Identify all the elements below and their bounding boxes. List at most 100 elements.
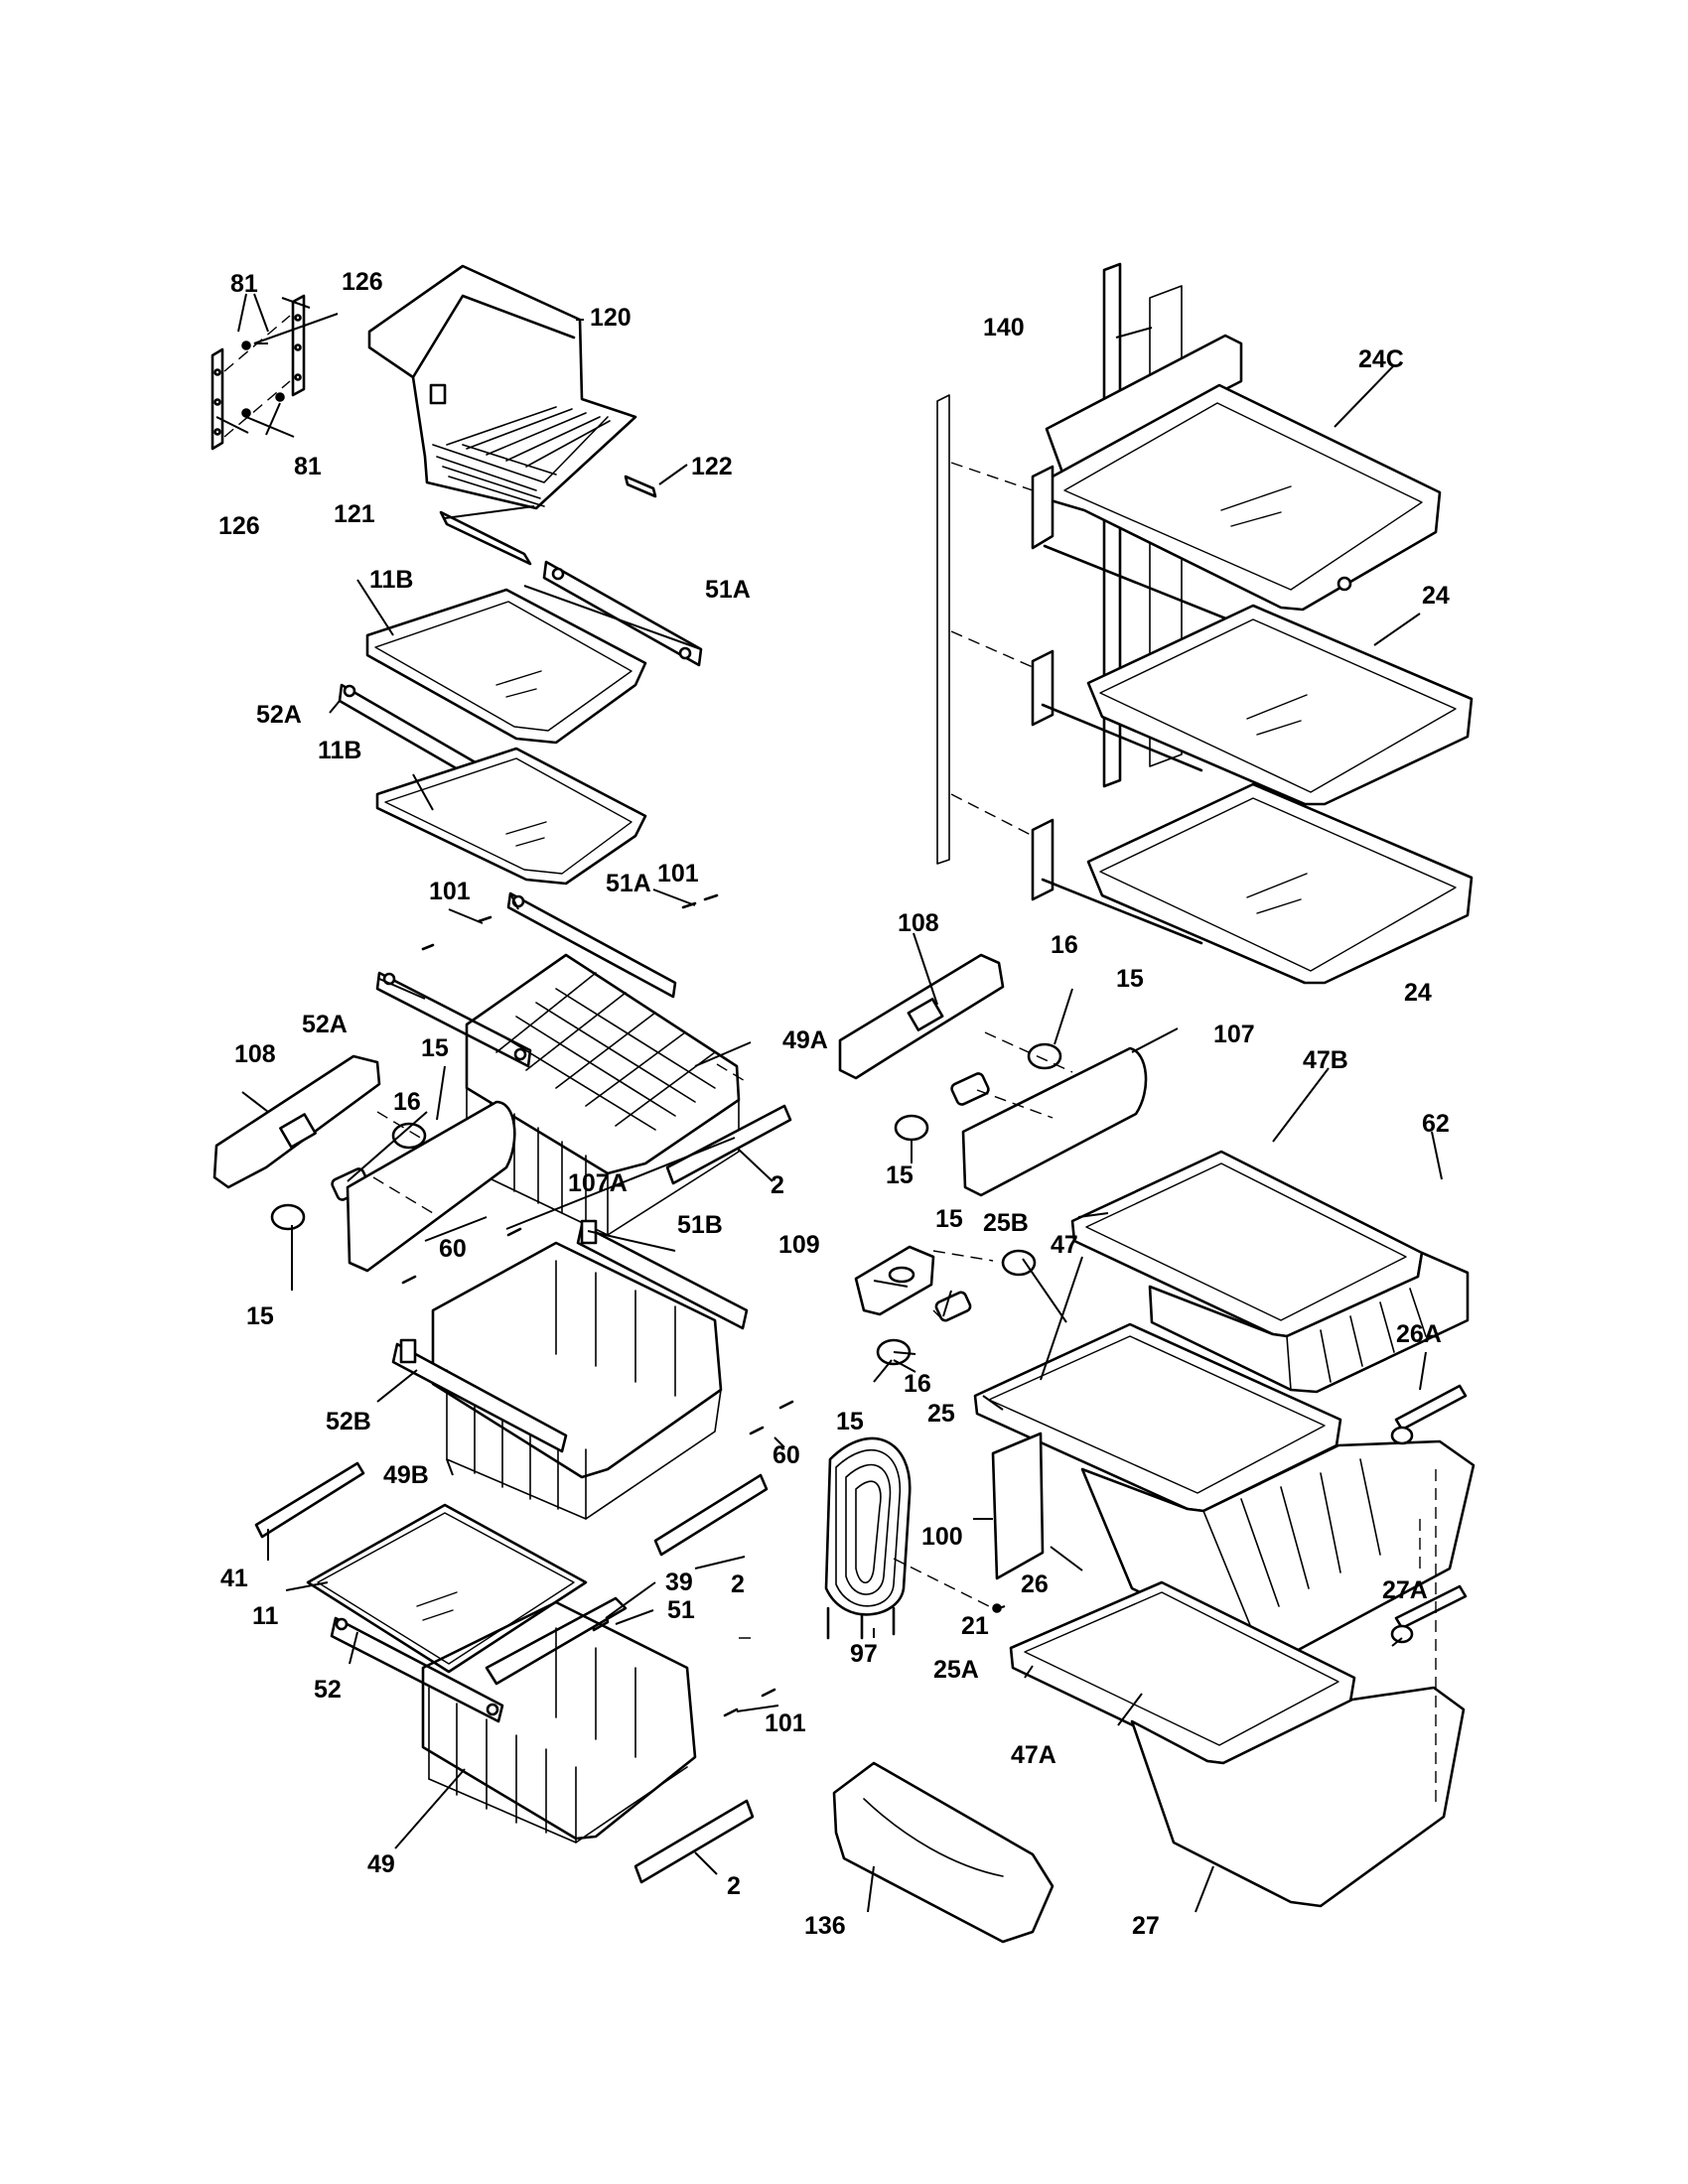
callout-51A-middle: 51A (606, 870, 651, 897)
callout-51B: 51B (677, 1211, 723, 1239)
part-15-bulb-left-a (391, 1122, 427, 1150)
callout-24-bottom: 24 (1404, 979, 1432, 1007)
callout-107: 107 (1213, 1021, 1255, 1048)
part-24C-shelf-top (1031, 334, 1442, 627)
callout-47A: 47A (1011, 1741, 1056, 1769)
part-24-shelf-middle (1031, 604, 1474, 806)
part-97-heater-coil (824, 1436, 912, 1640)
callout-39: 39 (665, 1569, 693, 1596)
callout-51: 51 (667, 1596, 695, 1624)
callout-126-bottom: 126 (218, 512, 260, 540)
part-41-shelf-trim (254, 1461, 365, 1539)
callout-26A: 26A (1396, 1320, 1442, 1348)
callout-101-bottom: 101 (765, 1709, 806, 1737)
callout-101-left: 101 (429, 878, 471, 905)
callout-27A: 27A (1382, 1576, 1428, 1604)
part-101-screws-lower (723, 1688, 776, 1717)
callout-52A-bottom: 52A (302, 1011, 348, 1038)
part-2-trim-lower (633, 1799, 755, 1884)
callout-26: 26 (1021, 1570, 1049, 1598)
callout-81-bottom: 81 (294, 453, 322, 480)
callout-16-right: 16 (1051, 931, 1078, 959)
part-49-wire-basket (421, 1600, 697, 1843)
callout-140: 140 (983, 314, 1025, 341)
callout-49: 49 (367, 1850, 395, 1878)
callout-21: 21 (961, 1612, 989, 1640)
callout-126-top: 126 (342, 268, 383, 296)
part-49A-wire-basket (465, 953, 741, 1236)
callout-49B: 49B (383, 1461, 429, 1489)
part-51A-slide-rail-upper (542, 560, 703, 667)
part-107-light-shield (961, 1046, 1148, 1197)
callout-122: 122 (691, 453, 733, 480)
callout-15-mid: 15 (935, 1205, 963, 1233)
part-11B-glass-shelf-upper (365, 588, 647, 745)
callout-81-top: 81 (230, 270, 258, 298)
callout-49A: 49A (782, 1026, 828, 1054)
part-62-crisper-drawer (1148, 1251, 1470, 1394)
part-cabinet-rail-outline (936, 285, 1183, 865)
part-15-bulb-mid-a (1001, 1249, 1037, 1277)
callout-15-left-a: 15 (421, 1034, 449, 1062)
callout-107A: 107A (568, 1169, 628, 1197)
callout-11B-bottom: 11B (318, 737, 361, 764)
part-108-light-housing-left (212, 1054, 381, 1189)
part-60-screws-upper (401, 1227, 522, 1285)
callout-27: 27 (1132, 1912, 1160, 1940)
part-11-glass-shelf (306, 1503, 588, 1674)
part-126-mounting-brackets (211, 294, 306, 451)
part-122-clip (624, 475, 657, 498)
callout-121: 121 (334, 500, 375, 528)
part-52-slide-rail (330, 1616, 504, 1723)
callout-47B: 47B (1303, 1046, 1348, 1074)
part-16-socket-right (950, 1072, 990, 1106)
part-51A-slide-rail-middle (506, 891, 677, 999)
callout-2-bottom: 2 (727, 1872, 741, 1900)
part-136-divider (832, 1761, 1055, 1944)
callout-108-left: 108 (234, 1040, 276, 1068)
callout-52B: 52B (326, 1408, 371, 1435)
callout-15-right: 15 (1116, 965, 1144, 993)
callout-60-top: 60 (439, 1235, 467, 1263)
part-121-rail (439, 510, 532, 566)
callout-25A: 25A (933, 1656, 979, 1684)
callout-97: 97 (850, 1640, 878, 1668)
part-52B-slide-rail (391, 1338, 568, 1453)
callout-136: 136 (804, 1912, 846, 1940)
callout-62: 62 (1422, 1110, 1450, 1138)
callout-15-right-b: 15 (886, 1161, 914, 1189)
part-2-trim-middle (653, 1473, 769, 1557)
part-108-light-housing-right (838, 953, 1005, 1080)
callout-41: 41 (220, 1565, 248, 1592)
part-27-crisper-drawer (1130, 1686, 1466, 1908)
callout-15-mid-b: 15 (836, 1408, 864, 1435)
part-11B-glass-shelf-lower (375, 747, 647, 886)
callout-108-left-top: 108 (898, 909, 939, 937)
callout-15-left-b: 15 (246, 1302, 274, 1330)
callout-47: 47 (1051, 1231, 1078, 1259)
part-2-trim-upper (665, 1104, 792, 1185)
callout-16-mid: 16 (904, 1370, 931, 1398)
part-15-bulb-right-b (894, 1114, 929, 1142)
callout-51A-top: 51A (705, 576, 751, 604)
callout-11: 11 (252, 1602, 279, 1630)
part-100-rear-panel (991, 1432, 1045, 1580)
callout-25: 25 (927, 1400, 955, 1428)
part-26A-drawer-clip (1390, 1384, 1468, 1445)
part-15-bulb-right-a (1027, 1042, 1062, 1070)
part-52A-slide-rail-middle (375, 971, 532, 1068)
callout-101-right: 101 (657, 860, 699, 887)
callout-24-top: 24 (1422, 582, 1450, 610)
part-24-shelf-bottom (1031, 782, 1474, 985)
callout-120: 120 (590, 304, 632, 332)
callout-100: 100 (921, 1523, 963, 1551)
part-81-screws (241, 341, 285, 418)
callout-16-left: 16 (393, 1088, 421, 1116)
part-107A-light-shield (346, 1100, 516, 1273)
callout-11B-top: 11B (369, 566, 413, 594)
part-15-bulb-left-b (270, 1203, 306, 1231)
callout-24C: 24C (1358, 345, 1404, 373)
part-27A-drawer-clip (1390, 1584, 1468, 1644)
callout-2-top: 2 (771, 1171, 784, 1199)
